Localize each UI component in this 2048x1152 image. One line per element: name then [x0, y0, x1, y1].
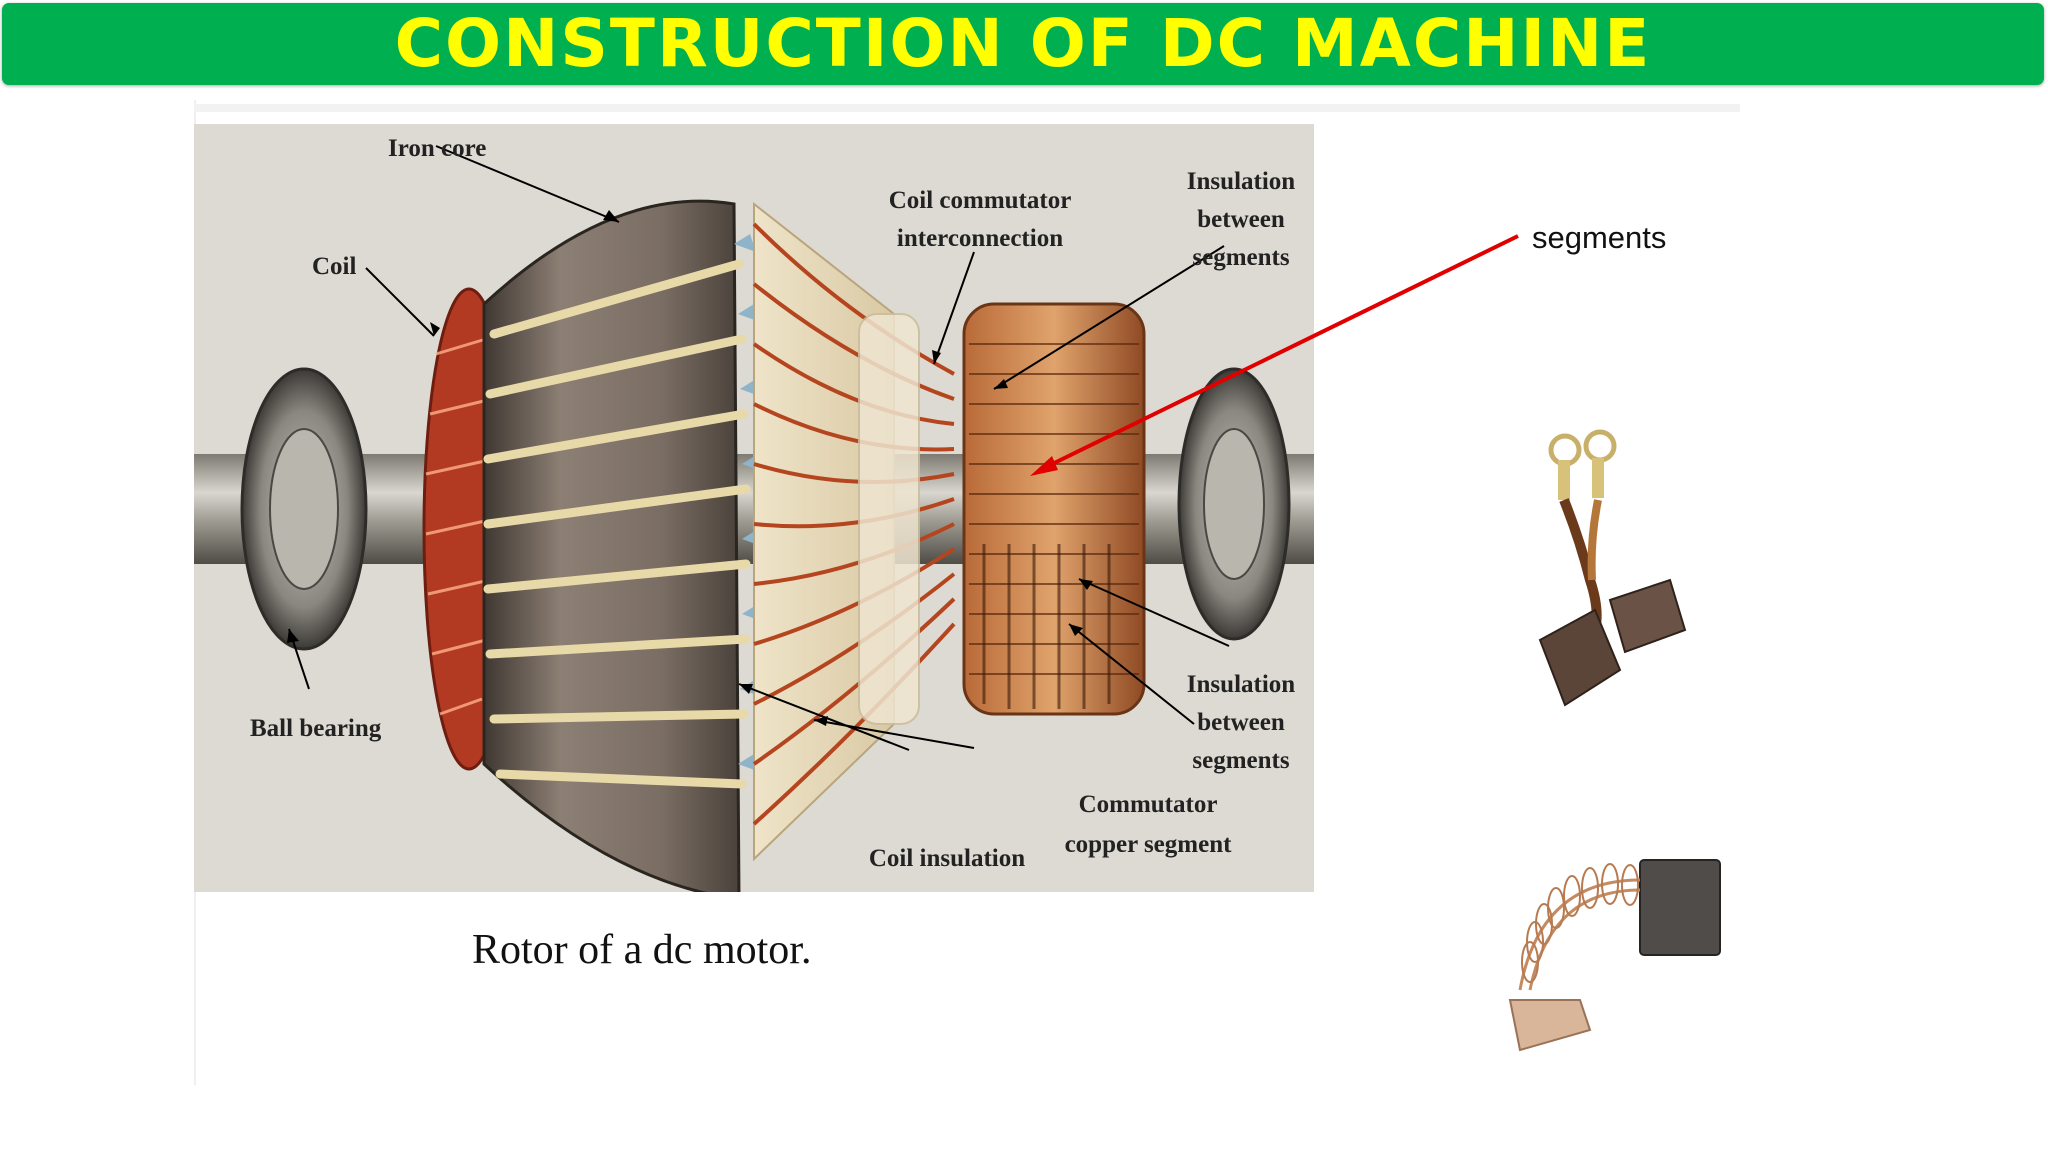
carbon-brush-with-spring-icon [1508, 859, 1721, 1052]
rotor-illustration [194, 124, 1314, 892]
carbon-brush-with-leads-icon [1538, 429, 1687, 707]
page-title: CONSTRUCTION OF DC MACHINE [394, 5, 1652, 82]
commutator [962, 302, 1146, 716]
title-banner: CONSTRUCTION OF DC MACHINE [2, 3, 2044, 85]
rotor-caption: Rotor of a dc motor. [472, 927, 812, 973]
frame-top-line [194, 104, 1740, 112]
binding-ring [858, 313, 920, 725]
